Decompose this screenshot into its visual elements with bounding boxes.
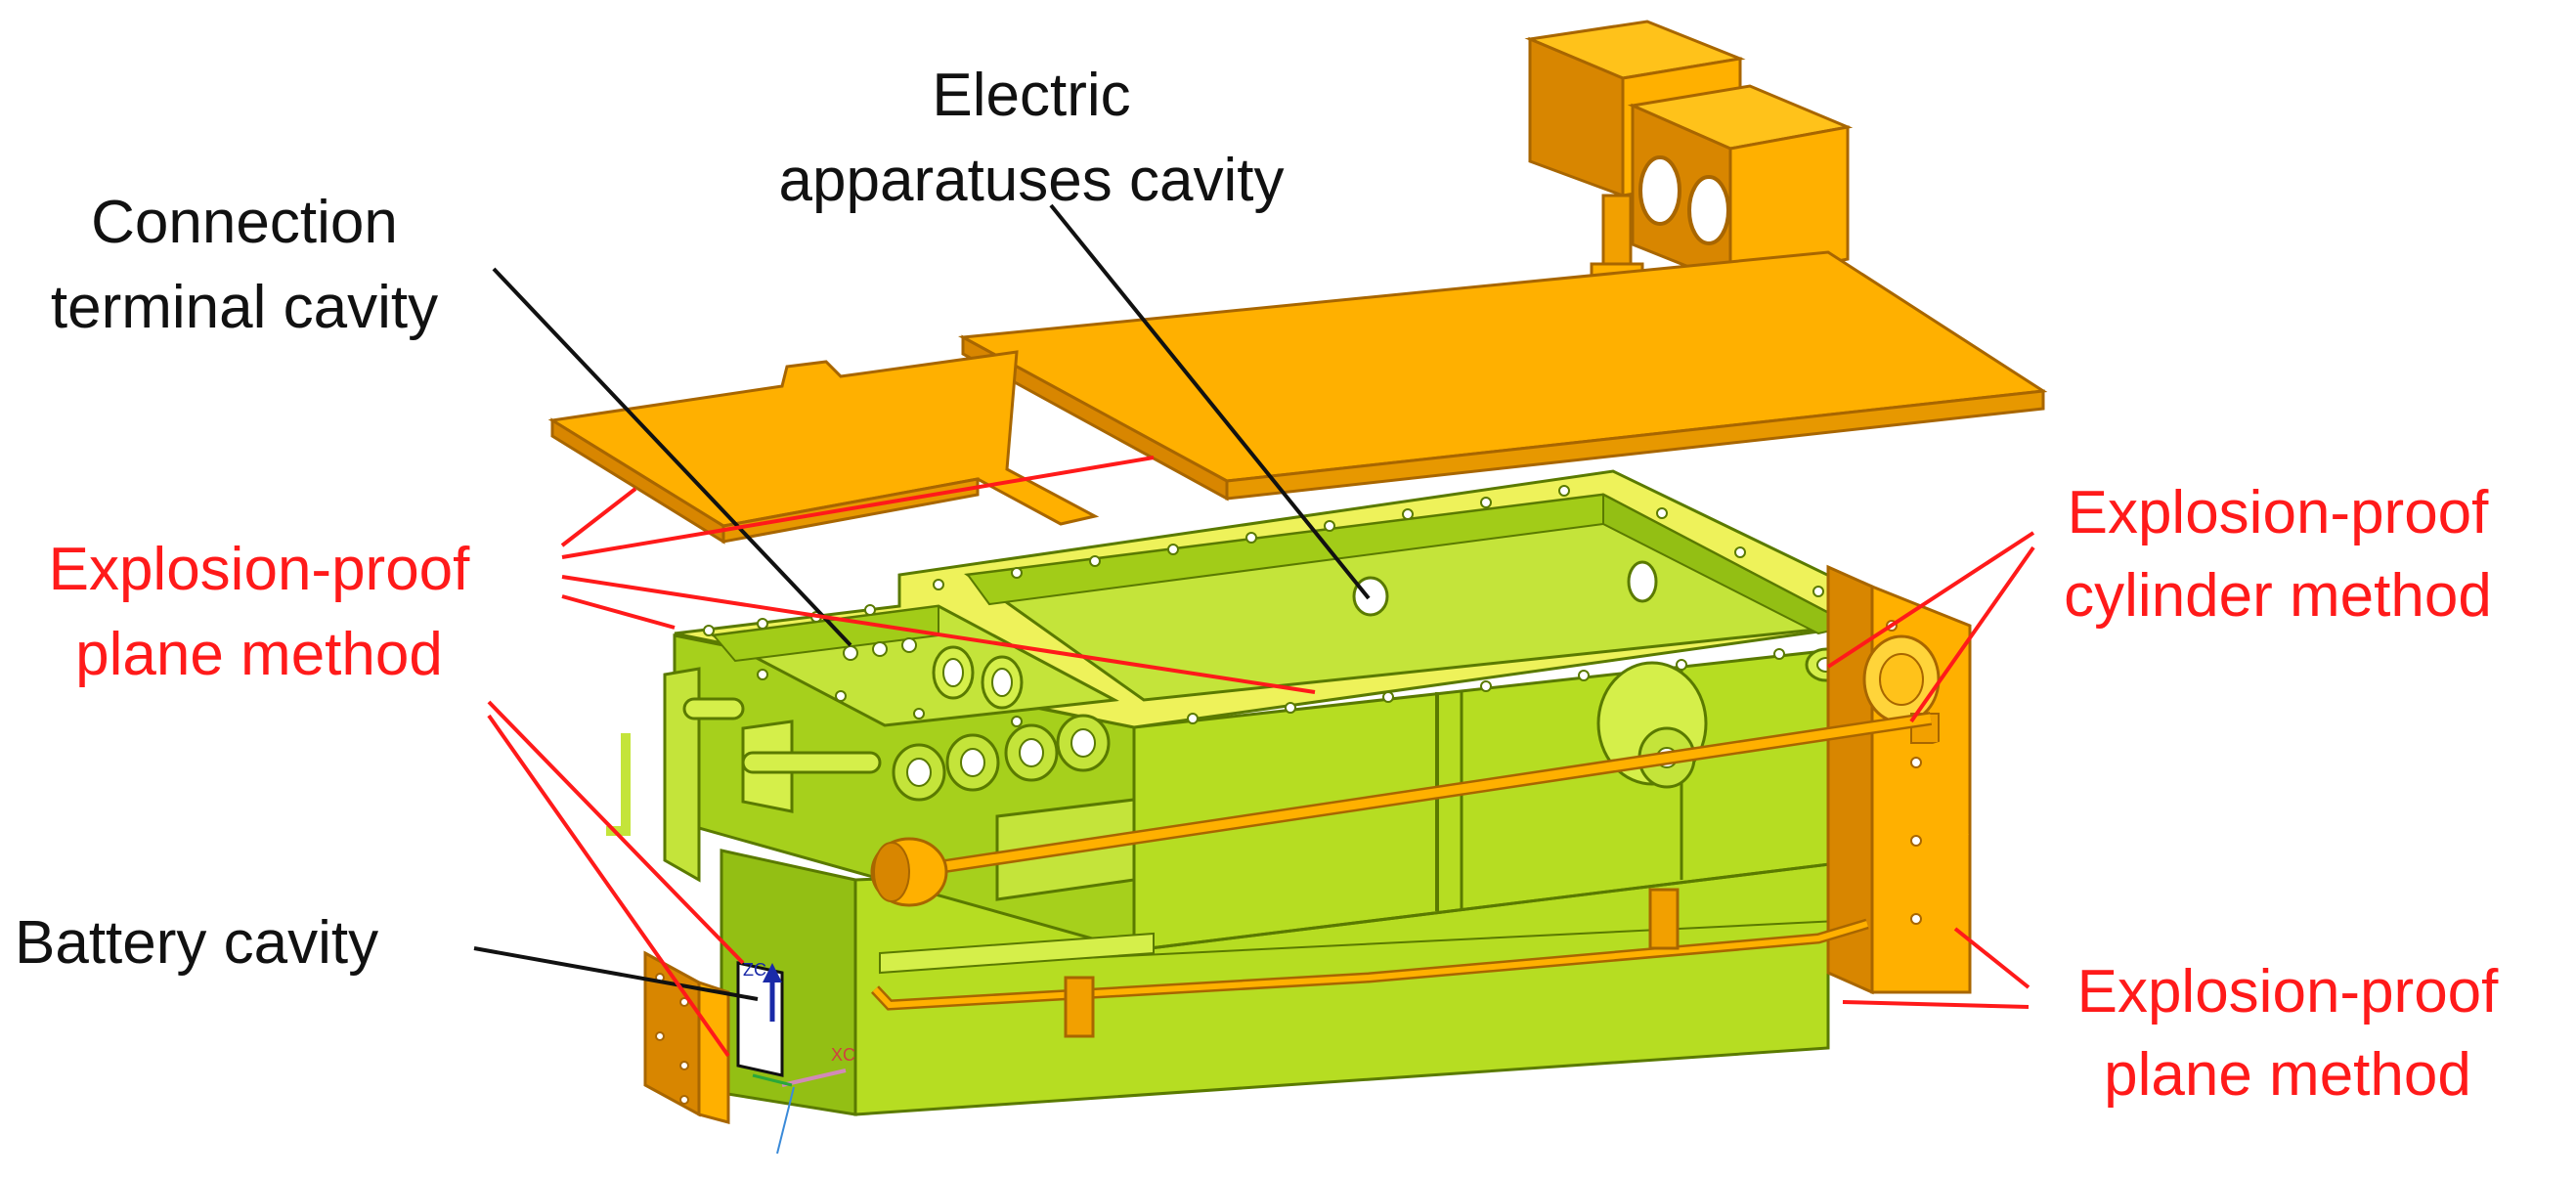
label-plane-right-line2: plane method xyxy=(2104,1041,2471,1109)
leader-plane-right xyxy=(1842,1000,2030,1009)
label-electric-line2: apparatuses cavity xyxy=(779,147,1285,214)
label-cylinder-line2: cylinder method xyxy=(2064,562,2492,630)
label-connection-line1: Connection xyxy=(91,189,398,256)
axis-zc-label: ZC xyxy=(743,960,766,980)
labels: Electric apparatuses cavity Connection t… xyxy=(15,62,2499,1109)
axis-xc-icon xyxy=(781,1069,847,1087)
axis-yc-icon xyxy=(752,1073,793,1087)
port-hole-icon xyxy=(1687,175,1730,245)
cavity-hole-icon xyxy=(1627,560,1658,603)
right-end-flange xyxy=(1826,564,1972,995)
label-plane-left-line1: Explosion-proof xyxy=(49,536,471,603)
label-plane-left-line2: plane method xyxy=(75,621,443,688)
label-battery: Battery cavity xyxy=(15,909,378,977)
leader-terminal-cavity xyxy=(492,267,852,647)
leader-plane-left xyxy=(487,700,745,965)
leader-plane-left xyxy=(560,487,637,547)
leader-electric-cavity xyxy=(1049,203,1371,600)
electric-cavity-cover xyxy=(957,250,2048,502)
top-junction-boxes xyxy=(1524,20,1854,358)
leader-plane-left xyxy=(561,594,676,630)
leader-plane-left xyxy=(561,575,1316,694)
main-box-body xyxy=(606,469,1922,1116)
label-cylinder-line1: Explosion-proof xyxy=(2068,479,2490,546)
label-plane-right-line1: Explosion-proof xyxy=(2077,958,2500,1025)
cavity-hole-icon xyxy=(1352,576,1389,617)
leader-battery-cavity xyxy=(473,946,759,1001)
axis-xc-label: XC xyxy=(831,1045,855,1065)
leader-cylinder xyxy=(1826,531,2035,669)
label-connection-line2: terminal cavity xyxy=(51,274,438,341)
label-electric-line1: Electric xyxy=(932,62,1130,129)
cable-glands xyxy=(892,714,1111,802)
port-hole-icon xyxy=(1638,155,1681,226)
leader-lines xyxy=(473,203,2035,1058)
leader-plane-left xyxy=(487,714,730,1058)
leader-plane-right xyxy=(1953,927,2030,989)
leader-cylinder xyxy=(1909,545,2035,723)
leader-plane-left xyxy=(561,456,1155,559)
linkage-rod xyxy=(870,712,1969,1038)
